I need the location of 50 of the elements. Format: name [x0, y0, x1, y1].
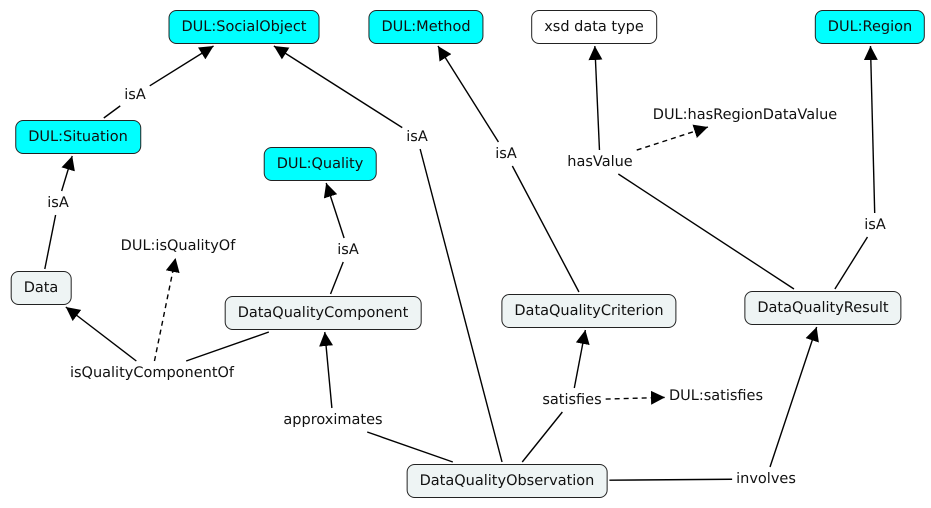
- connector: [367, 431, 454, 463]
- connector: [769, 326, 819, 468]
- linking-phrase: satisfies: [540, 390, 604, 410]
- concept-box: DUL:Situation: [15, 120, 141, 154]
- connector: [437, 46, 500, 142]
- connector: [65, 306, 137, 362]
- property-label: DUL:isQualityOf: [118, 236, 238, 256]
- connector: [186, 331, 270, 362]
- connector: [324, 182, 345, 238]
- connector: [574, 330, 590, 388]
- linking-phrase: approximates: [281, 410, 385, 430]
- concept-box: DataQualityResult: [744, 291, 902, 325]
- concept-box: DataQualityCriterion: [501, 294, 677, 328]
- linking-phrase: isA: [493, 144, 519, 164]
- linking-phrase: isA: [862, 215, 888, 235]
- linking-phrase: isA: [335, 240, 361, 260]
- connector: [154, 258, 180, 362]
- linking-phrase: isQualityComponentOf: [68, 363, 236, 383]
- connector: [636, 124, 708, 151]
- linking-phrase: isA: [45, 193, 71, 213]
- connector: [419, 148, 503, 462]
- linking-phrase: hasValue: [565, 152, 635, 172]
- connector: [149, 45, 214, 86]
- connector: [60, 156, 75, 192]
- property-label: DUL:hasRegionDataValue: [650, 105, 840, 125]
- concept-box: xsd data type: [531, 10, 657, 44]
- connector: [864, 46, 878, 214]
- connector: [609, 478, 732, 481]
- linking-phrase: isA: [404, 127, 430, 147]
- concept-box: DUL:SocialObject: [168, 10, 320, 44]
- connector: [330, 262, 344, 294]
- connector: [522, 412, 563, 462]
- linking-phrase: involves: [734, 469, 798, 489]
- concept-box: DUL:Region: [814, 10, 926, 44]
- property-label: DUL:satisfies: [666, 386, 766, 406]
- connector: [44, 214, 56, 270]
- concept-box: DUL:Method: [368, 10, 484, 44]
- connector: [319, 332, 334, 408]
- connector: [103, 105, 121, 119]
- connector: [512, 166, 580, 292]
- concept-box: Data: [10, 271, 72, 305]
- connector: [606, 390, 665, 405]
- connector: [588, 46, 602, 150]
- concept-box: DUL:Quality: [264, 147, 376, 181]
- linking-phrase: isA: [122, 85, 148, 105]
- concept-box: DataQualityComponent: [224, 296, 422, 330]
- connector: [834, 236, 868, 290]
- connector: [618, 173, 794, 290]
- connector: [274, 45, 403, 128]
- concept-box: DataQualityObservation: [406, 464, 608, 498]
